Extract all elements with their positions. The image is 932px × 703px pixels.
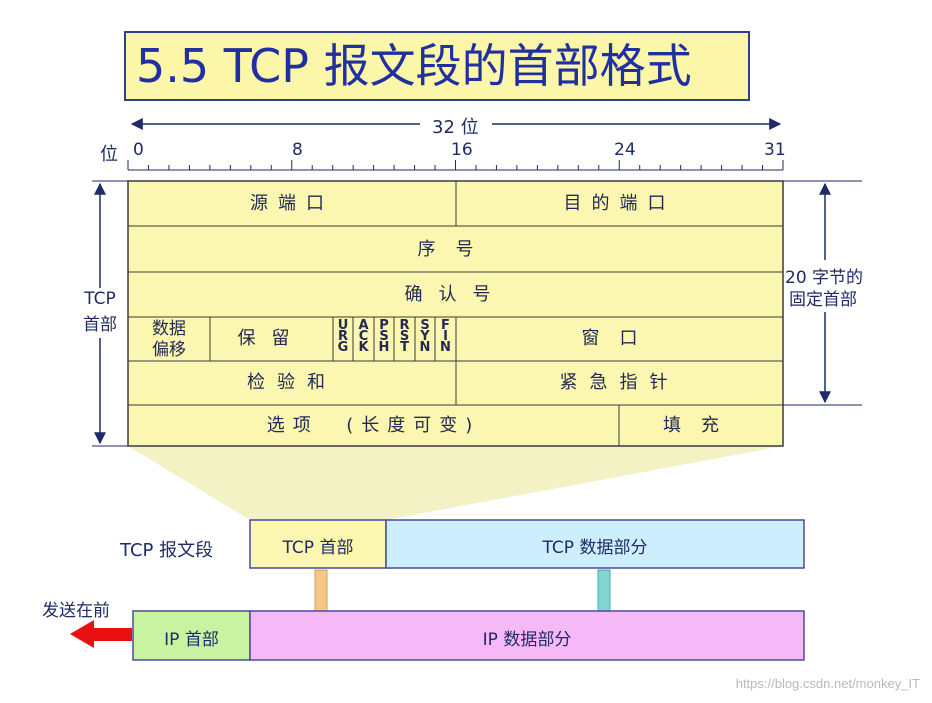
- field-data-offset-1: 数据: [152, 319, 186, 339]
- bit-ruler: [127, 160, 784, 171]
- watermark: https://blog.csdn.net/monkey_IT: [735, 676, 920, 691]
- tcp-segment-bar: [249, 519, 805, 569]
- page-title: 5.5 TCP 报文段的首部格式: [136, 39, 692, 93]
- bit-label: 位: [100, 144, 118, 165]
- tick-label-16: 16: [451, 140, 473, 160]
- field-data-offset-2: 偏移: [152, 340, 186, 360]
- field-source-port: 源端口: [250, 193, 334, 214]
- ip-datagram-bar: [132, 610, 805, 661]
- tcp-header-label-2: 首部: [80, 310, 120, 335]
- send-first-label: 发送在前: [42, 601, 110, 621]
- ip-header-box-label: IP 首部: [164, 630, 219, 650]
- tick-label-31: 31: [764, 140, 786, 160]
- tick-label-24: 24: [614, 140, 636, 160]
- width-label: 32 位: [432, 117, 479, 138]
- field-seq: 序号: [417, 239, 494, 260]
- tcp-data-box-label: TCP 数据部分: [542, 538, 648, 558]
- send-first-arrow-icon: [70, 620, 132, 648]
- tcp-header-box-label: TCP 首部: [282, 538, 354, 558]
- fixed-header-brace: [783, 180, 862, 406]
- title-box: 5.5 TCP 报文段的首部格式: [124, 31, 750, 101]
- field-reserved: 保留: [237, 328, 306, 349]
- field-window: 窗口: [581, 328, 658, 349]
- fixed-header-label-1: 20 字节的: [785, 263, 864, 288]
- tcp-header-label-1: TCP: [80, 289, 120, 309]
- field-options: 选项 (长度可变): [266, 415, 481, 436]
- field-padding: 填充: [663, 415, 739, 436]
- field-ack: 确认号: [404, 284, 507, 305]
- tcp-header-brace: [92, 180, 128, 447]
- zoom-trapezoid: [128, 446, 783, 520]
- field-urgent-pointer: 紧急指针: [559, 372, 680, 393]
- tick-label-0: 0: [133, 140, 144, 160]
- tcp-header-table: [127, 180, 784, 447]
- tcp-segment-label: TCP 报文段: [120, 540, 214, 561]
- field-checksum: 检验和: [247, 372, 337, 393]
- ip-data-box-label: IP 数据部分: [482, 630, 572, 650]
- tick-label-8: 8: [292, 140, 303, 160]
- fixed-header-label-2: 固定首部: [789, 285, 857, 310]
- field-dest-port: 目的端口: [563, 193, 676, 214]
